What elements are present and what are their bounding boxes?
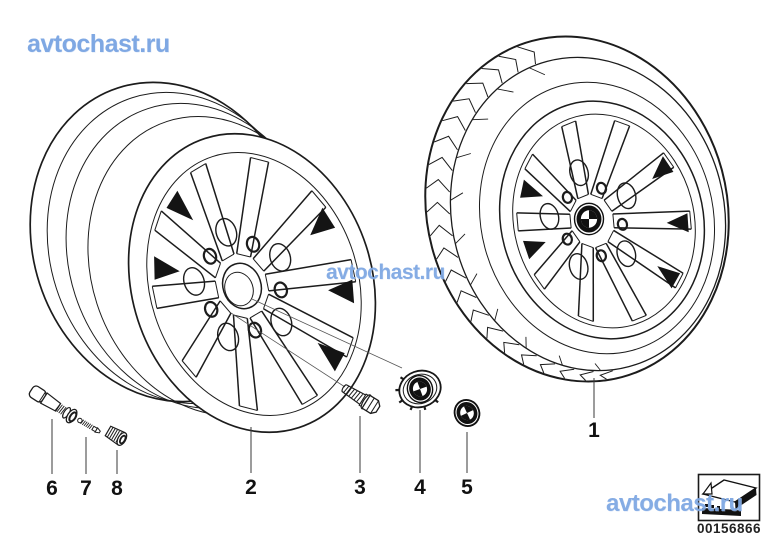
valve-cap-drawing	[104, 425, 128, 447]
callout-label-5: 5	[461, 476, 473, 499]
corner-box-icon	[697, 473, 761, 522]
callout-label-2: 2	[245, 476, 257, 499]
wheel-bolt-drawing	[341, 384, 381, 415]
leader-lines	[51, 298, 595, 474]
watermark-center: avtochast.ru	[326, 261, 445, 284]
callout-label-7: 7	[80, 477, 92, 500]
watermark-bottom-right: avtochast.ru	[606, 490, 743, 517]
bmw-emblem-drawing	[453, 399, 481, 427]
image-number: 00156866	[696, 521, 762, 536]
callout-label-4: 4	[414, 476, 426, 499]
valve-core-drawing	[77, 417, 101, 434]
hub-cap-drawing	[395, 369, 442, 411]
wheel-with-tire-drawing	[424, 35, 730, 383]
alloy-wheel-drawing	[29, 81, 377, 434]
tire-tread-pattern	[426, 46, 613, 381]
callout-label-1: 1	[588, 419, 600, 442]
watermark-top-left: avtochast.ru	[27, 30, 170, 58]
callout-label-8: 8	[111, 477, 123, 500]
valve-stem-drawing	[28, 385, 78, 424]
callout-label-3: 3	[354, 476, 366, 499]
callout-label-6: 6	[46, 477, 58, 500]
